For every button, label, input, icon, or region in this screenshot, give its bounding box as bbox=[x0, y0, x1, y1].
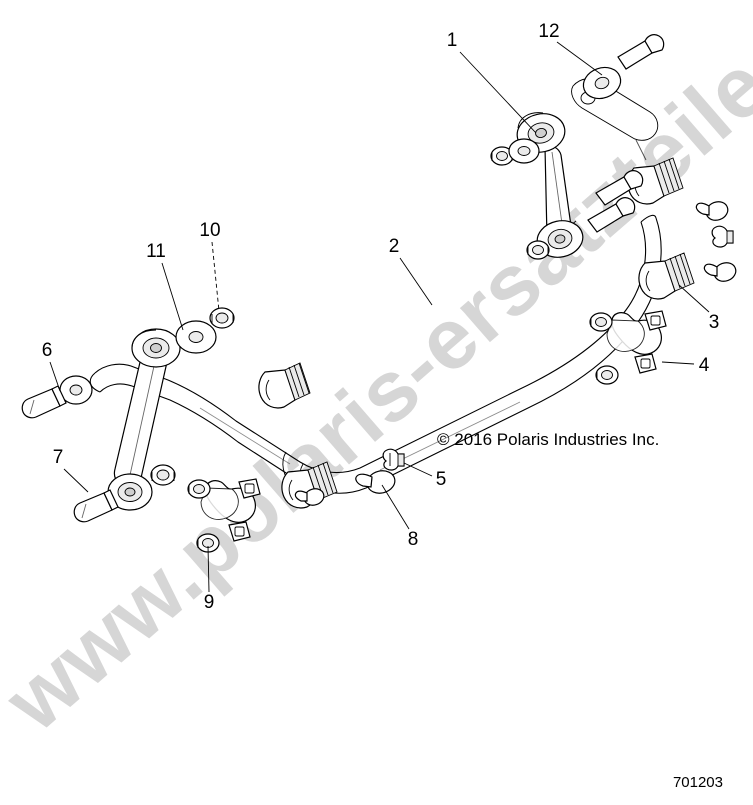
callout-9: 9 bbox=[204, 545, 215, 613]
callout-label-10: 10 bbox=[199, 220, 220, 241]
callout-6: 6 bbox=[42, 340, 61, 392]
bolt-7 bbox=[73, 489, 119, 523]
callout-3: 3 bbox=[678, 284, 720, 333]
screws-right-column bbox=[695, 201, 737, 282]
callout-leader-1 bbox=[459, 51, 537, 134]
bolt-mid-right bbox=[587, 197, 636, 233]
callout-leader-8 bbox=[381, 484, 410, 530]
callout-11: 11 bbox=[146, 241, 184, 331]
left-sway-bar-link bbox=[21, 307, 235, 523]
callout-1: 1 bbox=[447, 30, 537, 134]
screw-middle bbox=[711, 225, 734, 248]
callout-leader-7 bbox=[63, 468, 89, 493]
clamp-bracket-part-4 bbox=[589, 310, 667, 385]
callout-leader-11 bbox=[161, 262, 184, 331]
callout-leader-10 bbox=[211, 241, 220, 312]
callout-2: 2 bbox=[389, 236, 433, 306]
screw-bar-center bbox=[294, 488, 325, 506]
callout-label-9: 9 bbox=[204, 592, 215, 613]
screw-lower bbox=[703, 262, 737, 282]
callout-10: 10 bbox=[199, 220, 221, 312]
bolt-6 bbox=[21, 385, 67, 419]
callout-label-6: 6 bbox=[42, 340, 53, 361]
diagram-part-number: 701203 bbox=[673, 774, 723, 791]
callout-8: 8 bbox=[381, 484, 419, 550]
right-sway-bar-link bbox=[490, 34, 665, 260]
fastener-part-5 bbox=[382, 448, 405, 471]
clamp-bracket-part-9 bbox=[187, 478, 261, 553]
fastener-part-8 bbox=[355, 470, 396, 494]
bolt-bushing-right bbox=[595, 170, 644, 206]
screw-upper bbox=[695, 201, 729, 221]
callout-12: 12 bbox=[538, 21, 603, 76]
callout-leader-6 bbox=[49, 361, 61, 392]
callout-leader-4 bbox=[661, 361, 695, 365]
bolt-upper-right bbox=[617, 34, 665, 70]
callout-label-2: 2 bbox=[389, 236, 400, 257]
callout-leader-9 bbox=[207, 545, 210, 593]
copyright-notice: © 2016 Polaris Industries Inc. bbox=[437, 430, 659, 449]
callout-label-12: 12 bbox=[538, 21, 559, 42]
callout-5: 5 bbox=[403, 462, 447, 490]
callout-leader-5 bbox=[403, 462, 433, 477]
callout-4: 4 bbox=[661, 355, 710, 376]
callout-leader-2 bbox=[399, 257, 433, 306]
callout-label-7: 7 bbox=[53, 447, 64, 468]
callout-label-1: 1 bbox=[447, 30, 458, 51]
callout-7: 7 bbox=[53, 447, 89, 493]
callout-label-11: 11 bbox=[146, 241, 166, 262]
callout-leader-3 bbox=[678, 284, 710, 313]
bushing-part-3 bbox=[638, 252, 695, 300]
callout-leader-12 bbox=[556, 41, 603, 76]
callout-label-4: 4 bbox=[699, 355, 710, 376]
bushing-center-left bbox=[258, 362, 311, 409]
callout-label-8: 8 bbox=[408, 529, 419, 550]
callout-label-5: 5 bbox=[436, 469, 447, 490]
callout-label-3: 3 bbox=[709, 312, 720, 333]
